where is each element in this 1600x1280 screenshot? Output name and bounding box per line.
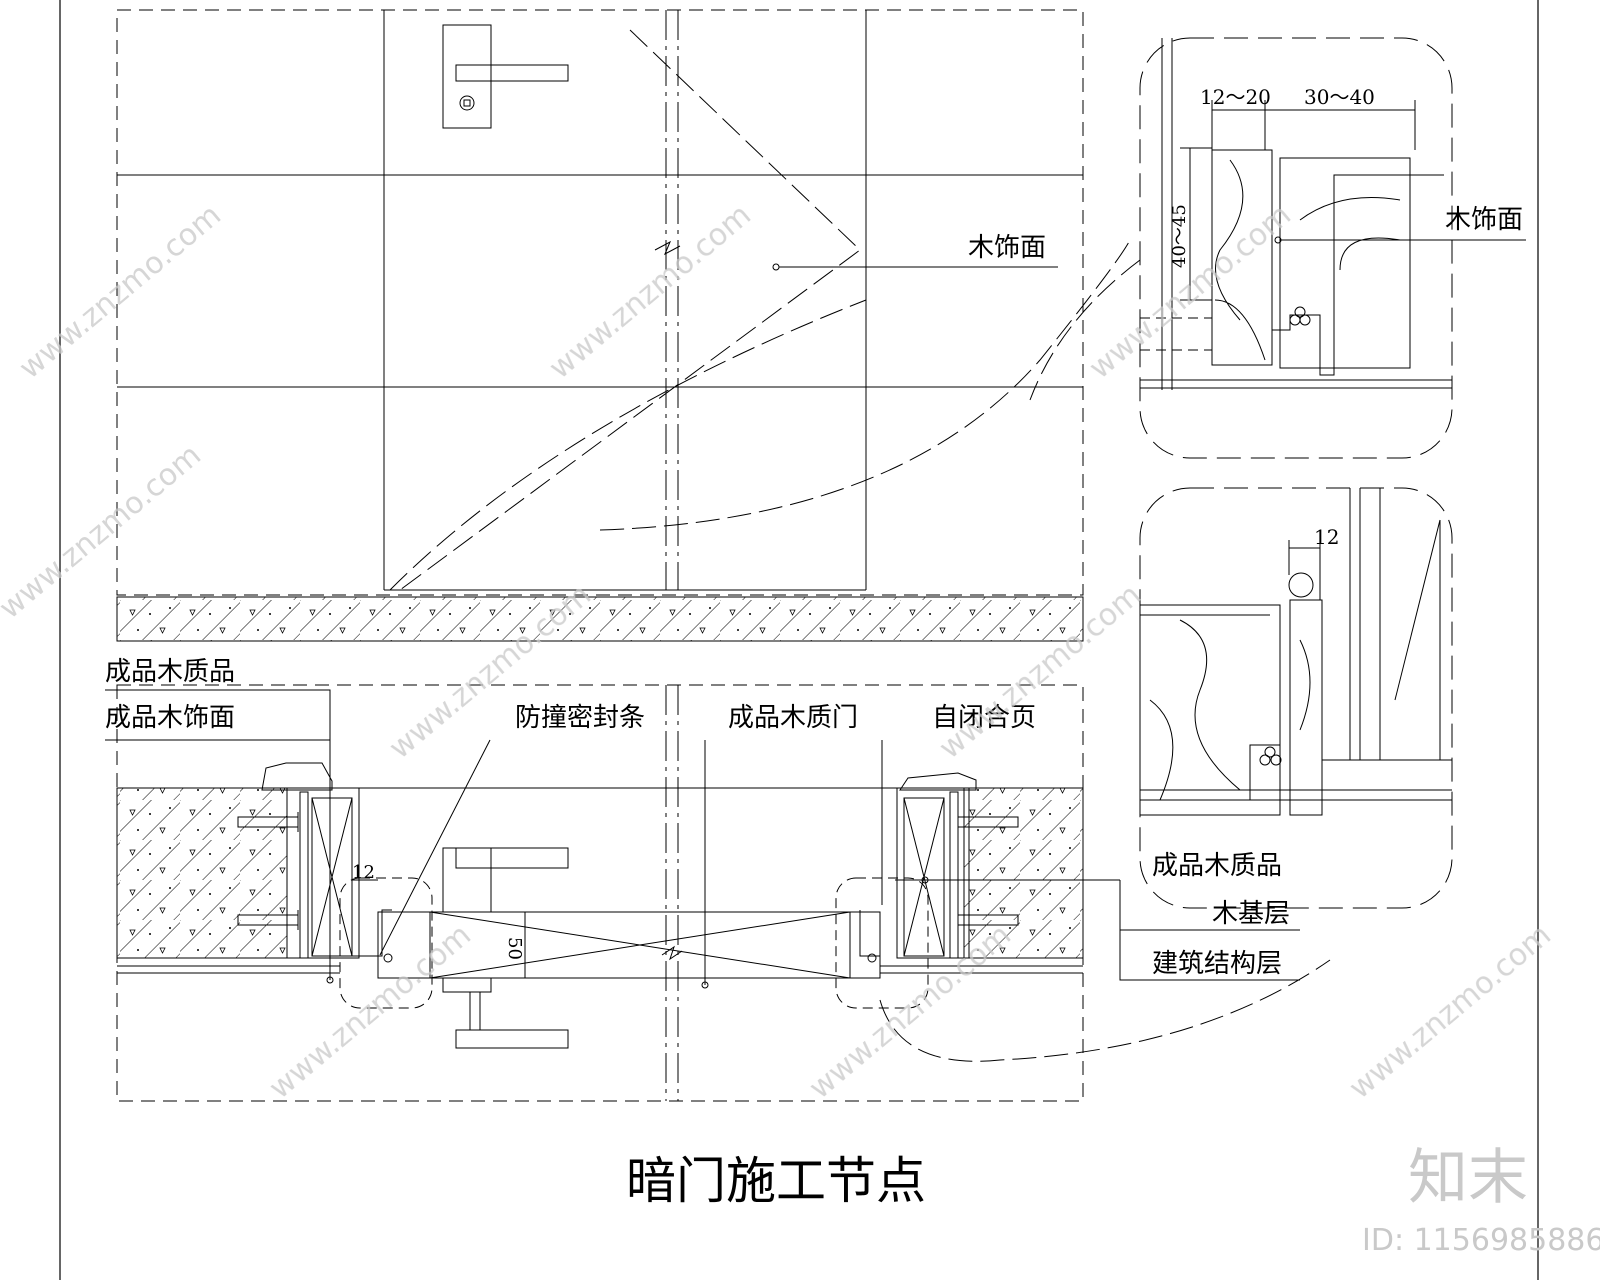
legend-label-structure: 建筑结构层 (1152, 949, 1282, 979)
watermark-id: ID: 1156985886 (1362, 1223, 1600, 1258)
detail-top (1029, 37, 1526, 459)
door-handle-icon (442, 24, 569, 129)
svg-text:www.znzmo.com: www.znzmo.com (13, 198, 228, 387)
legend-label-finished-wood-product: 成品木质品 (1152, 851, 1282, 881)
plan-label-wood-door: 成品木质门 (728, 703, 858, 733)
plan-label-seal-strip: 防撞密封条 (515, 703, 645, 733)
svg-text:www.znzmo.com: www.znzmo.com (263, 918, 478, 1107)
plan-label-self-closing-hinge: 自闭合页 (932, 703, 1036, 733)
plan-dim-gap: 12 (352, 862, 375, 883)
plan-handle-icon (442, 847, 569, 1049)
floor-slab (116, 596, 1084, 642)
drawing-title: 暗门施工节点 (626, 1152, 926, 1210)
watermark-logo: 知末 (1408, 1143, 1528, 1213)
detail-bottom (1139, 487, 1453, 909)
detail-bottom-dim-gap: 12 (1314, 525, 1339, 549)
watermark: www.znzmo.com www.znzmo.com www.znzmo.co… (0, 198, 1558, 1107)
detail-top-label-wood-finish: 木饰面 (1445, 205, 1523, 235)
svg-text:www.znzmo.com: www.znzmo.com (543, 198, 758, 387)
drawing-frame (59, 0, 1539, 1280)
detail-top-dim-depth: 40～45 (1169, 204, 1190, 268)
elevation-label-wood-finish: 木饰面 (968, 233, 1046, 263)
plan-section (105, 684, 1331, 1102)
detail-top-dim-gap: 12～20 (1200, 85, 1271, 109)
plan-label-finished-wood-product: 成品木质品 (105, 657, 235, 687)
plan-dim-door-thickness: 50 (504, 937, 525, 960)
detail-top-dim-frame: 30～40 (1304, 85, 1375, 109)
svg-text:www.znzmo.com: www.znzmo.com (803, 918, 1018, 1107)
svg-text:www.znzmo.com: www.znzmo.com (1343, 918, 1558, 1107)
legend-label-wood-base: 木基层 (1212, 899, 1290, 929)
door-elevation (116, 9, 1131, 596)
plan-label-finished-wood-finish: 成品木饰面 (105, 703, 235, 733)
